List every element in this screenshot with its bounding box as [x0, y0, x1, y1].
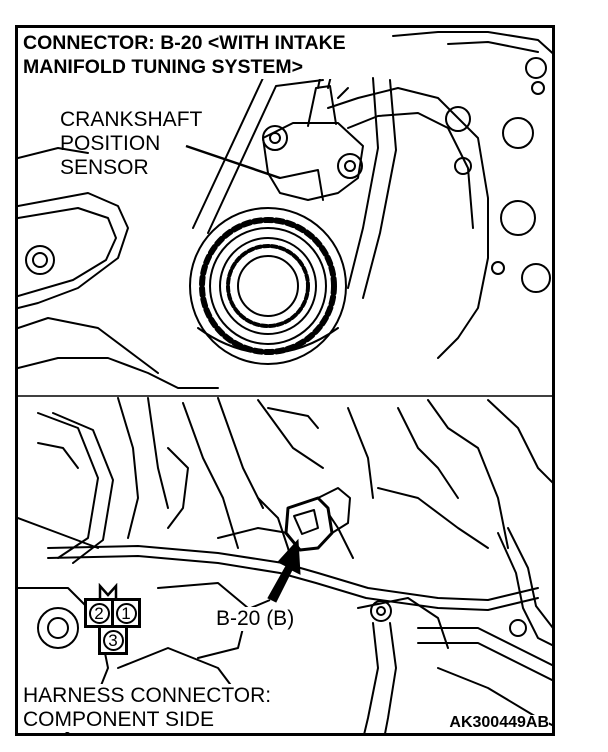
pin-1-label: 1	[115, 602, 137, 624]
sensor-callout-line-1: CRANKSHAFT	[60, 108, 203, 131]
title-line-2: MANIFOLD TUNING SYSTEM>	[23, 56, 304, 78]
sensor-callout-line-2: POSITION	[60, 132, 161, 155]
connector-latch	[98, 583, 118, 598]
crankshaft-sensor-body	[262, 63, 364, 201]
connector-pin-1: 1	[111, 598, 141, 628]
sensor-callout-line-3: SENSOR	[60, 156, 149, 179]
b20-connector-body	[284, 487, 351, 552]
figure-code: AK300449AB	[446, 715, 549, 731]
connector-pin-diagram: 2 1 3	[78, 583, 158, 673]
diagram-figure: CONNECTOR: B-20 <WITH INTAKE MANIFOLD TU…	[15, 25, 555, 736]
sensor-callout: CRANKSHAFT POSITION SENSOR	[60, 108, 202, 180]
engine-holes	[25, 57, 551, 293]
timing-cover-outline	[18, 31, 552, 389]
harness-note: HARNESS CONNECTOR: COMPONENT SIDE	[23, 684, 275, 732]
crankshaft-sprocket	[189, 207, 347, 365]
connector-pin-2: 2	[84, 598, 114, 628]
hoses-and-wiring	[18, 397, 552, 647]
sensor-leader-line	[185, 144, 281, 180]
title-line-1: CONNECTOR: B-20 <WITH INTAKE	[23, 32, 346, 54]
connector-label: B-20 (B)	[214, 607, 297, 631]
harness-note-line-1: HARNESS CONNECTOR:	[23, 684, 272, 707]
b20-arrow	[267, 538, 301, 603]
pin-3-label: 3	[102, 629, 124, 651]
diagram-title: CONNECTOR: B-20 <WITH INTAKE MANIFOLD TU…	[23, 31, 350, 79]
pin-2-label: 2	[88, 602, 110, 624]
connector-pin-3: 3	[98, 625, 128, 655]
harness-note-line-2: COMPONENT SIDE	[23, 708, 214, 731]
